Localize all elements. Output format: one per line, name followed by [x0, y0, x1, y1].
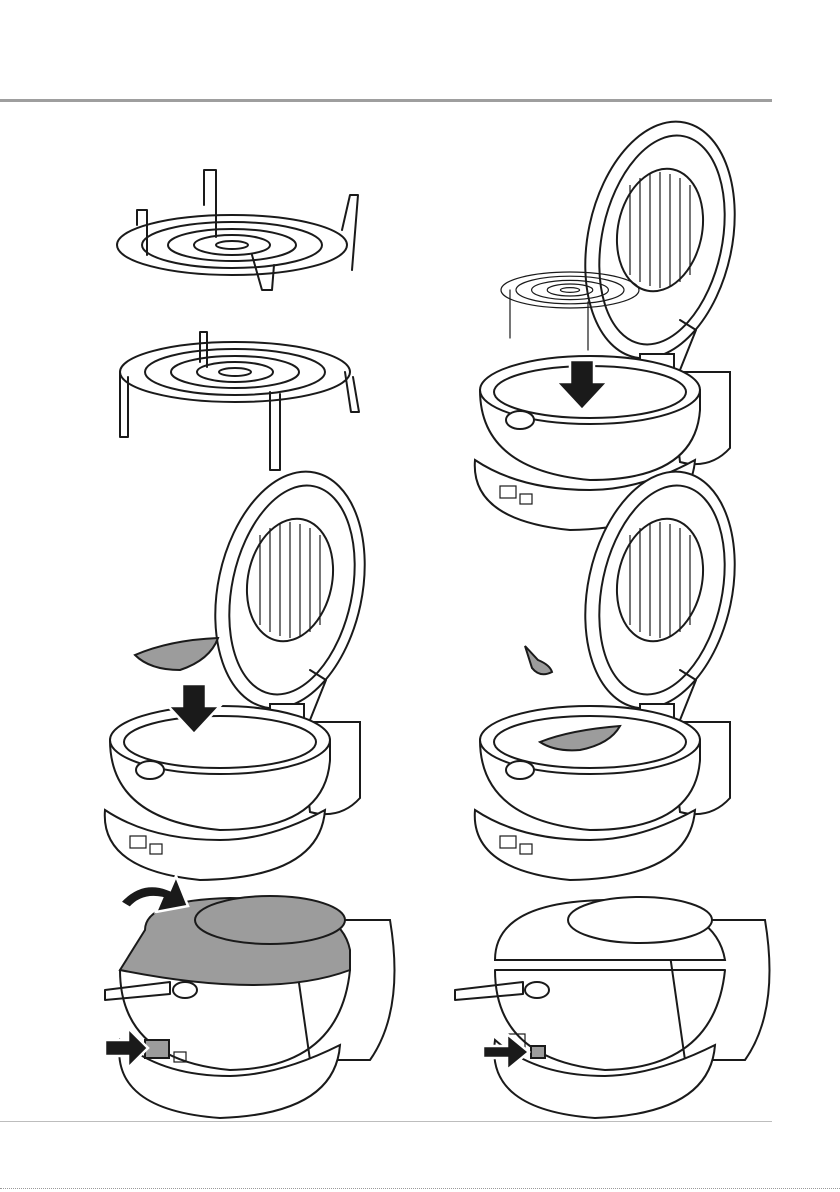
wire-rack-pair-icon [117, 170, 359, 470]
page-edge-dots [0, 1188, 840, 1189]
fryer-closed-lid-icon [105, 876, 395, 1118]
fryer-closed-start-icon [455, 897, 770, 1118]
footer-rule [0, 1121, 772, 1122]
fryer-open-paddle-fitted-icon [475, 458, 756, 880]
fryer-open-rack-icon [475, 108, 756, 530]
fryer-open-paddle-icon [105, 458, 386, 880]
